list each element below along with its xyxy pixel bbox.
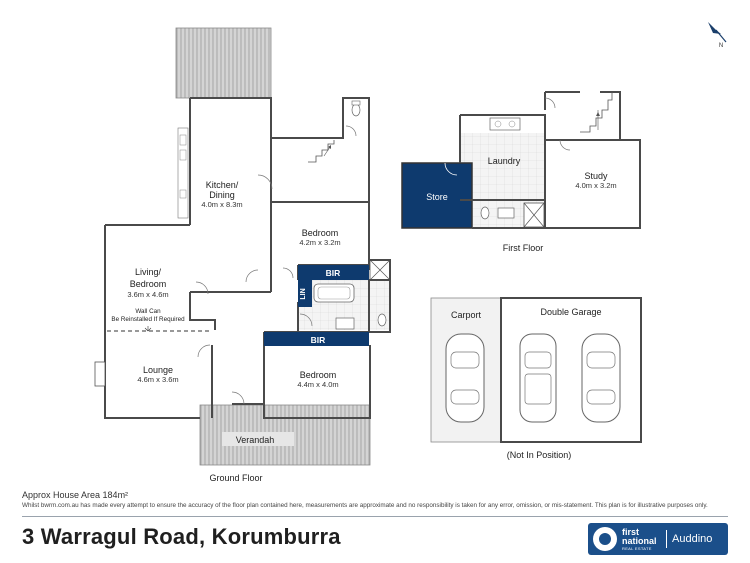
divider — [22, 516, 728, 517]
compass-letter: N — [719, 43, 723, 49]
brand-national: national — [622, 536, 657, 546]
agency-logo: first national REAL ESTATE Auddino — [588, 523, 728, 555]
lounge-label: Lounge — [143, 365, 173, 375]
window — [94, 361, 106, 387]
wall-note-2: Be Reinstalled If Required — [111, 316, 185, 323]
car-icon — [581, 333, 621, 423]
bedroom1-dims: 4.2m x 3.2m — [299, 238, 340, 247]
lin-cupboard — [298, 280, 312, 307]
living-dims: 3.6m x 4.6m — [127, 290, 168, 299]
first-toilet-icon — [480, 206, 490, 220]
kitchen-bench — [177, 127, 189, 219]
brand-separator — [666, 530, 667, 548]
toilet-top-icon — [351, 103, 361, 117]
bir-bottom-label: BIR — [311, 335, 326, 345]
lin-label: LIN — [300, 288, 307, 299]
vanity-icon — [335, 317, 355, 330]
carport-label: Carport — [451, 310, 482, 320]
bedroom2-label: Bedroom — [300, 370, 337, 380]
bir-bottom — [264, 332, 369, 346]
study-label: Study — [584, 171, 608, 181]
verandah-label: Verandah — [236, 435, 275, 445]
wall-note-1: Wall Can — [135, 308, 161, 315]
outbuildings: Carport Double Garage (Not In Position) — [430, 297, 642, 460]
first-floor-caption: First Floor — [503, 243, 544, 253]
store-label: Store — [426, 192, 448, 202]
garage-label: Double Garage — [540, 307, 601, 317]
brand-first: first — [622, 527, 640, 537]
bedroom1-label: Bedroom — [302, 228, 339, 238]
store-room — [401, 162, 473, 229]
first-floor: Store Laundry Study 4.0m x 3.2m First Fl… — [401, 91, 641, 253]
kitchen-label-1: Kitchen/ — [206, 180, 239, 190]
living-label-1: Living/ — [135, 267, 162, 277]
toilet-icon — [377, 313, 387, 327]
brand-badge-icon — [593, 527, 617, 551]
compass-icon: N — [708, 22, 727, 49]
ground-floor-caption: Ground Floor — [209, 473, 262, 483]
stairs-icon — [308, 140, 335, 163]
kitchen-dims: 4.0m x 8.3m — [201, 200, 242, 209]
property-address: 3 Warragul Road, Korumburra — [22, 524, 341, 549]
brand-sub: REAL ESTATE — [622, 546, 652, 551]
bir-top — [298, 265, 369, 280]
first-stairs-icon — [580, 92, 613, 133]
laundry-label: Laundry — [488, 156, 521, 166]
disclaimer: Whilst bwrm.com.au has made every attemp… — [22, 502, 708, 509]
house-area: Approx House Area 184m² — [22, 490, 129, 500]
study-dims: 4.0m x 3.2m — [575, 181, 616, 190]
ground-floor: Verandah — [94, 27, 391, 483]
bir-top-label: BIR — [326, 268, 341, 278]
not-in-position-note: (Not In Position) — [507, 450, 572, 460]
living-label-2: Bedroom — [130, 279, 167, 289]
bath-icon — [313, 283, 355, 303]
bedroom2-dims: 4.4m x 4.0m — [297, 380, 338, 389]
laundry-sink-icon — [489, 117, 521, 131]
lounge-dims: 4.6m x 3.6m — [137, 375, 178, 384]
rear-deck — [175, 27, 272, 99]
brand-agency: Auddino — [672, 533, 713, 545]
car-icon — [445, 333, 485, 423]
kitchen-label-2: Dining — [209, 190, 235, 200]
car-icon — [519, 333, 557, 423]
